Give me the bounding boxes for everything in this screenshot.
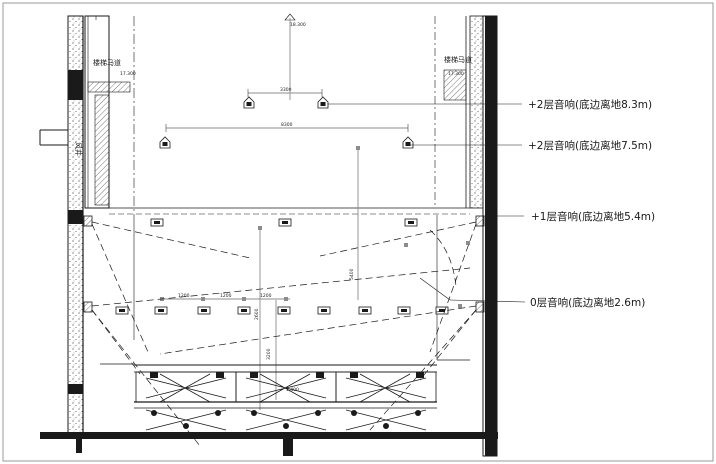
left-room-label: 楼梯马道	[93, 58, 121, 67]
stage-machinery	[100, 359, 470, 431]
dim-vert-c: 3200	[266, 348, 272, 360]
dim-vert-b: 2600	[254, 308, 260, 320]
callout-level1: +1层音响(底边离地5.4m)	[531, 210, 655, 223]
right-elev-label: 17.300	[448, 71, 464, 77]
speaker-level2-upper-left	[243, 96, 255, 109]
dim-row-a: 1200	[178, 293, 190, 299]
dim-vert-a: 5400	[349, 268, 355, 280]
top-elev-label: 18.300	[290, 22, 306, 28]
dimension-lines: 3300 8300 1200 1200 1200 5400 2600 3200 …	[160, 87, 409, 393]
speaker-level2-lower-left	[159, 136, 171, 149]
speaker-level2-upper-right	[317, 96, 329, 109]
right-wall	[434, 15, 498, 457]
right-room-label: 楼梯马道	[444, 55, 472, 64]
dim-mid: 8300	[281, 122, 293, 128]
speaker-level2-lower-right	[402, 136, 414, 149]
level0-speaker-cores	[119, 309, 445, 312]
left-elev-label: 17.300	[120, 71, 136, 77]
callout-level2-upper: +2层音响(底边离地8.3m)	[528, 98, 652, 111]
callout-leaders	[328, 103, 526, 303]
wall-speakers	[83, 215, 485, 313]
shaft-label: 风井	[74, 142, 83, 156]
dim-row-c: 1200	[260, 293, 272, 299]
dispersion-lines	[91, 221, 477, 447]
floor-slab	[40, 432, 498, 456]
machinery-nodes	[150, 372, 424, 429]
level1-speaker-cores	[154, 221, 414, 224]
callout-level2-lower: +2层音响(底边离地7.5m)	[528, 139, 652, 152]
dim-row-b: 1200	[220, 293, 232, 299]
left-wall	[39, 15, 131, 435]
callout-level0: 0层音响(底边离地2.6m)	[530, 296, 645, 309]
dim-top: 3300	[280, 87, 292, 93]
